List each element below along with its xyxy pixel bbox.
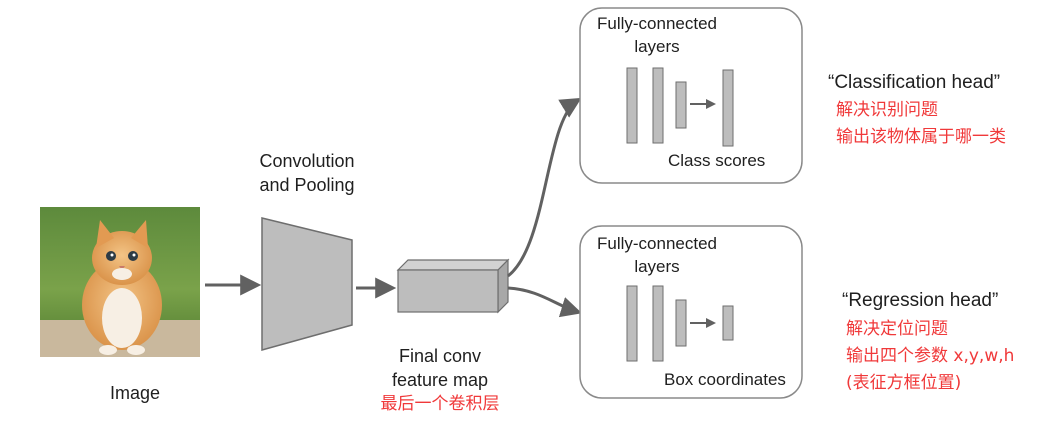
regression-note-line1: 解决定位问题 <box>846 319 948 339</box>
arrow-to-classification <box>507 97 582 278</box>
conv-title-line2: and Pooling <box>259 175 355 195</box>
conv-title-line1: Convolution <box>259 151 355 171</box>
regression-box-title-line1: Fully-connected <box>596 234 717 253</box>
arrow-to-regression <box>507 286 583 318</box>
classification-head-label: “Classification head” <box>828 72 1001 93</box>
class-scores-label: Class scores <box>668 151 766 170</box>
regression-head-label: “Regression head” <box>842 290 999 311</box>
regression-box-title-line2: layers <box>634 257 680 276</box>
classification-box-title: Fully-connected layers <box>582 12 732 58</box>
regression-box-title: Fully-connected layers <box>582 232 732 278</box>
feature-map-caption-line1: Final conv <box>398 346 482 366</box>
feature-map-caption: Final conv feature map 最后一个卷积层 <box>370 344 510 416</box>
feature-map-note: 最后一个卷积层 <box>380 394 500 414</box>
image-caption: Image <box>109 383 161 403</box>
classification-fc-layers <box>626 67 734 147</box>
classification-notes: 解决识别问题 输出该物体属于哪一类 <box>836 97 1056 151</box>
conv-pooling-shape <box>261 217 353 351</box>
classification-box-title-line1: Fully-connected <box>596 14 717 33</box>
classification-note-line1: 解决识别问题 <box>836 100 938 120</box>
kitten-image <box>40 207 200 357</box>
regression-notes: 解决定位问题 输出四个参数 x,y,w,h (表征方框位置) <box>846 316 1056 397</box>
feature-map-caption-line2: feature map <box>391 370 489 390</box>
classification-note-line2: 输出该物体属于哪一类 <box>836 127 1006 147</box>
regression-note-line2: 输出四个参数 x,y,w,h <box>846 346 1015 366</box>
feature-map-block <box>396 258 510 314</box>
classification-box-title-line2: layers <box>634 37 680 56</box>
box-coordinates-label: Box coordinates <box>664 370 786 389</box>
regression-fc-layers <box>626 285 734 362</box>
regression-note-line3: (表征方框位置) <box>846 373 962 393</box>
conv-title: Convolution and Pooling <box>232 149 382 197</box>
